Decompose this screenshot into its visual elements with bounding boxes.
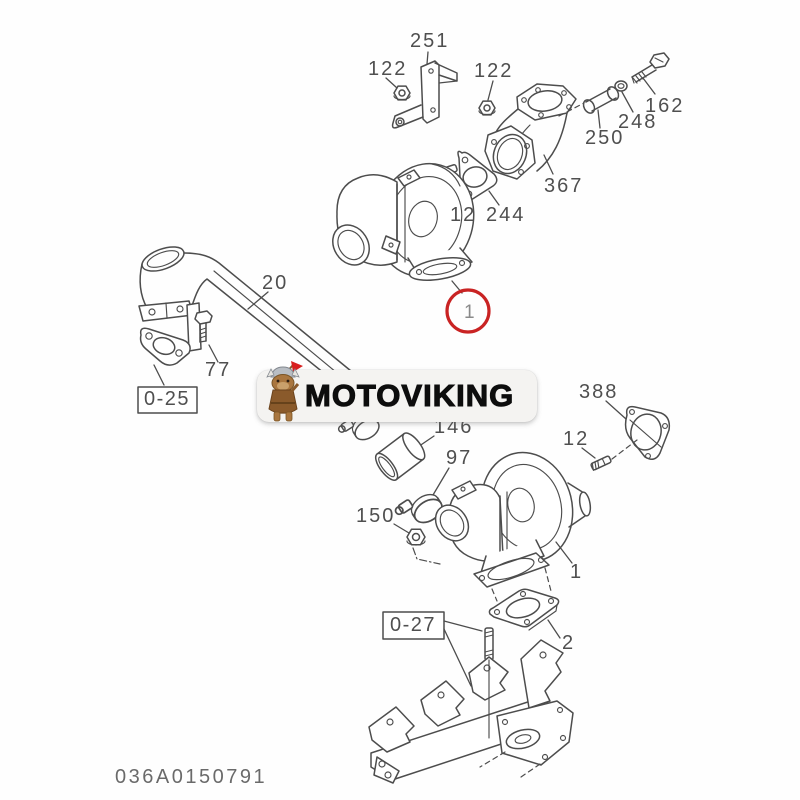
leader-line — [247, 291, 269, 310]
hidden-line — [491, 588, 498, 602]
leader-line — [385, 77, 398, 89]
ref-label-0-25: 0-25 — [144, 388, 190, 410]
leader-line — [621, 91, 634, 113]
nut-150-drawing — [406, 528, 426, 546]
leader-line — [488, 190, 500, 206]
leader-line — [547, 619, 561, 639]
leader-line — [543, 154, 554, 175]
ref-box-0-27 — [382, 611, 445, 640]
leader-line — [555, 541, 573, 564]
leader-line — [432, 467, 450, 496]
watermark-banner: MOTOVIKING — [257, 361, 537, 422]
brand-text: MOTOVIKING — [304, 377, 515, 413]
leader-line — [597, 109, 601, 129]
gasket-2-drawing — [488, 588, 560, 631]
part-label-2: 2 — [562, 632, 575, 654]
spacer-250-drawing — [558, 86, 620, 117]
leader-line — [581, 447, 596, 459]
gasket-0-25-drawing — [139, 327, 191, 366]
part-label-367: 367 — [544, 175, 583, 197]
bolt-77-drawing — [186, 302, 213, 352]
exhaust-manifold-drawing — [368, 639, 574, 784]
part-label-251: 251 — [410, 30, 449, 52]
bolt-162-drawing — [631, 52, 670, 84]
part-label-248: 248 — [618, 111, 657, 133]
leader-line — [208, 344, 219, 363]
leader-line — [443, 620, 483, 632]
leader-line — [393, 523, 410, 534]
highlight-circle — [445, 288, 491, 334]
part-label-122-upper-mid: 122 — [474, 60, 513, 82]
part-label-122-upper-left: 122 — [368, 58, 407, 80]
hidden-line — [544, 567, 552, 592]
part-label-250: 250 — [585, 127, 624, 149]
viking-dog-icon — [266, 361, 303, 422]
leader-line — [605, 400, 627, 420]
part-label-12-upper: 12 — [450, 204, 476, 226]
part-label-97: 97 — [446, 447, 472, 469]
hose-146-drawing — [374, 432, 426, 481]
ref-box-0-25 — [137, 386, 198, 414]
part-label-244: 244 — [486, 204, 525, 226]
hidden-line — [611, 439, 638, 460]
nut-122-upper-left-drawing — [393, 85, 411, 101]
stud-mount-drawing — [484, 627, 494, 661]
gasket-388-drawing — [624, 405, 671, 460]
bracket-251-drawing — [391, 60, 458, 129]
ref-label-0-27: 0-27 — [390, 614, 436, 636]
part-label-77: 77 — [205, 359, 231, 381]
leader-line — [487, 80, 494, 101]
leader-line — [642, 77, 656, 95]
turbocharger-lower-drawing — [434, 451, 592, 588]
outlet-elbow-367-drawing — [484, 83, 577, 180]
washer-248-drawing — [614, 80, 628, 92]
part-label-150: 150 — [356, 505, 395, 527]
leader-line — [153, 364, 165, 386]
turbocharger-upper-drawing — [332, 162, 475, 281]
center-line — [412, 547, 441, 565]
part-label-20: 20 — [262, 272, 288, 294]
leader-line — [426, 51, 429, 65]
part-label-1-lower: 1 — [570, 561, 583, 583]
leader-line — [443, 628, 472, 687]
hose-clamp-upper-drawing — [337, 414, 380, 441]
diagram-code: 036A0150791 — [115, 766, 267, 788]
part-label-1-upper: 1 — [464, 302, 475, 323]
part-label-388: 388 — [579, 381, 618, 403]
part-label-12-right: 12 — [563, 428, 589, 450]
nut-122-upper-mid-drawing — [478, 100, 496, 116]
stud-12-right-drawing — [590, 455, 612, 471]
part-label-162: 162 — [645, 95, 684, 117]
